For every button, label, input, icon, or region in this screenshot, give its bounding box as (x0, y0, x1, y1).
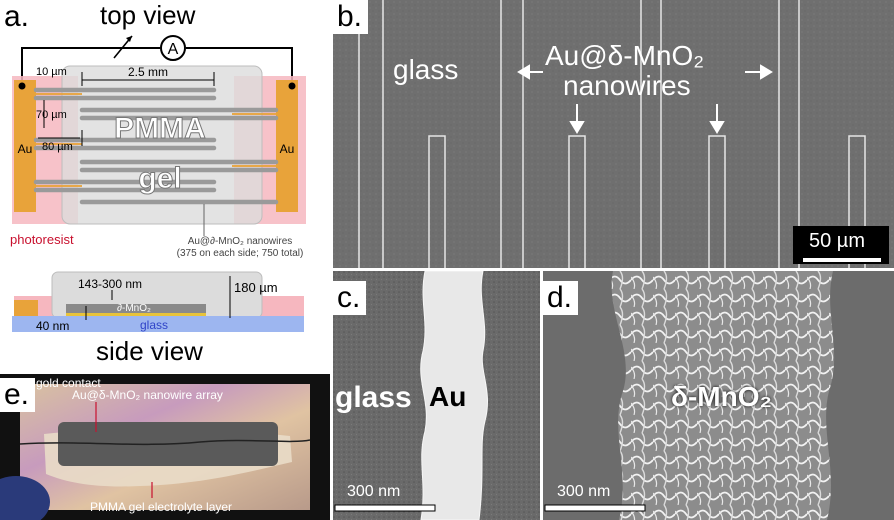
panel-d-letter: d. (543, 281, 579, 315)
label-photoresist: photoresist (10, 232, 74, 247)
contact-dot (18, 82, 26, 90)
label-glass-c: glass (335, 381, 412, 414)
label-gold-contact: gold contact (36, 376, 101, 390)
label-glass-side: glass (140, 318, 168, 332)
label-gel: gel (138, 162, 181, 195)
label-2-5mm: 2.5 mm (128, 65, 168, 79)
ammeter-label: A (168, 41, 179, 58)
panel-e-photo: e. gold contact Au@δ-MnO₂ nanowire array… (0, 374, 330, 520)
scalebar-label-d: 300 nm (557, 483, 611, 500)
label-180um: 180 µm (234, 280, 278, 295)
scalebar-c (334, 504, 436, 512)
schematic-top-view: A (10, 35, 306, 333)
crack-line (19, 439, 311, 446)
circuit-wire (186, 47, 293, 86)
label-mno2-d: δ-MnO₂ (671, 381, 772, 412)
scalebar-d (544, 504, 646, 512)
nanowire-lines (358, 0, 866, 268)
label-pmma-layer: PMMA gel electrolyte layer (90, 500, 233, 514)
circuit-wire (21, 47, 160, 86)
panel-d-sem-image: d. δ-MnO₂ 300 nm (543, 271, 894, 520)
label-au-right: Au (280, 142, 295, 156)
label-143-300nm: 143-300 nm (78, 277, 142, 291)
label-nanowires-b2: nanowires (563, 70, 691, 101)
panel-b-sem-image: b. glass Au@δ-MnO₂ nanowires 50 µm (333, 0, 894, 268)
label-nanowires-b1: Au@δ-MnO₂ (545, 40, 705, 71)
label-80um: 80 µm (42, 141, 73, 153)
glass-side (12, 316, 304, 332)
mno2-side (66, 304, 206, 314)
scalebar (803, 258, 881, 262)
ammeter-icon (160, 35, 186, 61)
label-10um: 10 µm (36, 66, 67, 78)
label-40nm: 40 nm (36, 319, 69, 333)
panel-b-letter: b. (333, 0, 369, 34)
label-au-c: Au (429, 381, 467, 412)
scalebar-label-b: 50 µm (809, 230, 865, 252)
nanowire-array (33, 87, 279, 205)
panel-e-letter: e. (0, 378, 36, 412)
label-mno2-side: ∂-MnO₂ (117, 303, 151, 314)
finger (0, 476, 50, 520)
label-70um: 70 µm (36, 109, 67, 121)
panel-a: A (0, 0, 330, 375)
contact-dot (288, 82, 296, 90)
label-side-view: side view (96, 336, 203, 366)
scalebar-bg (793, 226, 889, 264)
label-au-left: Au (18, 142, 33, 156)
au-pad-right (276, 80, 298, 212)
au-wire-side (66, 313, 206, 316)
label-nanowires: Au@∂-MnO₂ nanowires (188, 236, 293, 247)
au-pad-side (14, 300, 38, 316)
label-array: Au@δ-MnO₂ nanowire array (72, 388, 223, 402)
au-pad-left (14, 80, 36, 212)
panel-c-letter: c. (333, 281, 367, 315)
panel-c-sem-image: c. glass Au 300 nm (333, 271, 540, 520)
label-pmma: PMMA (114, 112, 206, 145)
mno2-shell (611, 271, 835, 520)
panel-a-letter: a. (0, 0, 36, 34)
label-glass-b: glass (393, 54, 459, 85)
scalebar-label-c: 300 nm (347, 483, 401, 500)
arrow-icons (517, 64, 773, 134)
label-top-view: top view (100, 0, 196, 30)
au-wire (420, 271, 489, 520)
label-nanowire-count: (375 on each side; 750 total) (177, 248, 304, 259)
variable-resistor-arrow-icon (126, 36, 132, 42)
